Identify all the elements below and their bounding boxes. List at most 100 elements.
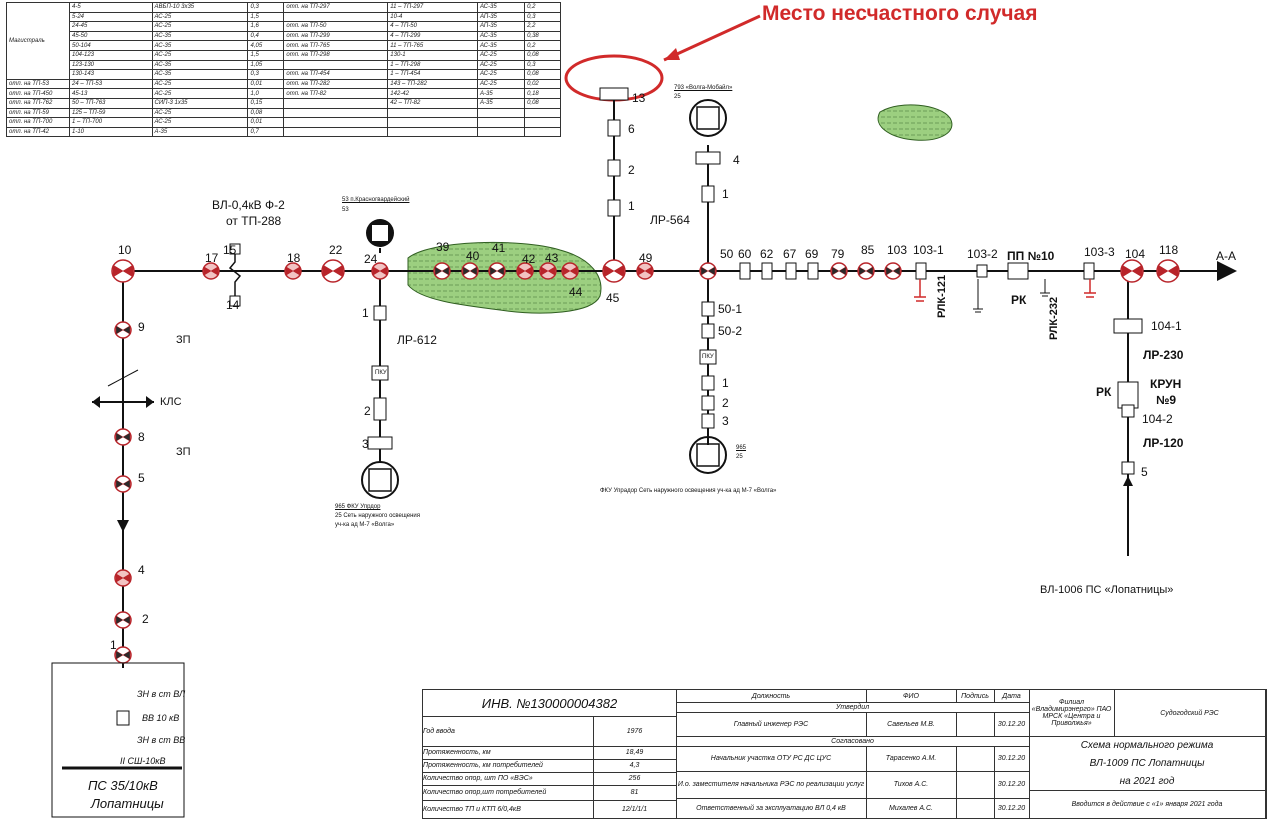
r3-date: 30.12.20 [994, 771, 1030, 799]
scheme-title-2: ВЛ-1009 ПС Лопатницы [1029, 754, 1266, 772]
pole-main-2 [284, 262, 302, 280]
volga-mobile-label: 793 «Волга-Мобайл» [674, 85, 733, 91]
switch-boxes [739, 262, 1095, 280]
volga-mobile-sub: 25 [674, 94, 681, 100]
node-label-main: 103-3 [1084, 245, 1115, 259]
pole-main-10 [561, 262, 579, 280]
len-cons-label: Протяженность, км потребителей [423, 759, 594, 773]
poles-label: Количество опор, шт ПО «ВЭС» [423, 772, 594, 786]
callout-arrow [663, 14, 761, 62]
trunk-label: Магистраль [6, 2, 70, 80]
zn-vl-label: ЗН в ст ВЛ [137, 689, 186, 699]
r2-fio: Тарасенко А.М. [866, 746, 957, 772]
poles-value: 256 [593, 772, 677, 786]
zp-label-2: ЗП [176, 446, 191, 458]
ssh-label: II СШ-10кВ [120, 756, 166, 766]
r3-fio: Тихов А.С. [866, 771, 957, 799]
node-label-main: 43 [545, 251, 559, 265]
node-label-left: 8 [138, 430, 145, 444]
upr965-label-1: 965 ФКУ Упрдор [335, 504, 381, 510]
r4-position: Ответственный за эксплуатацию ВЛ 0,4 кВ [676, 798, 867, 819]
fku-num2: 25 [736, 454, 743, 460]
node-label-left: 1 [110, 638, 117, 652]
spec-cell: отп. на ТП-42 [6, 126, 70, 138]
substation-box [51, 662, 185, 818]
last-label: Количество ТП и КТП 6/0,4кВ [423, 800, 594, 819]
node-label-left: 4 [138, 563, 145, 577]
len-cons-value: 4,3 [593, 759, 677, 773]
title-block: ИНВ. №130000004382 Год ввода 1976 Протяж… [422, 689, 1267, 819]
vl04-label-2: от ТП-288 [226, 214, 282, 228]
node-label-main: 14 [226, 298, 240, 312]
pku-label-1: ПКУ [375, 370, 387, 376]
node-label-main: 45 [606, 291, 620, 305]
node-label-main: 41 [492, 241, 506, 255]
node-label-50: 4 [733, 153, 740, 167]
r4-sign [956, 798, 995, 819]
node-label-main: 50 [720, 247, 734, 261]
fku-num: 965 [736, 445, 747, 451]
pp10-label: ПП №10 [1007, 249, 1055, 263]
rlk232-label: РЛК-232 [1048, 296, 1060, 340]
pole-main-14 [830, 262, 848, 280]
pole-left-2 [114, 475, 132, 493]
tp-upr-965 [361, 461, 399, 499]
node-label-main: 103-2 [967, 247, 998, 261]
node-label-main: 49 [639, 251, 653, 265]
upr965-label-3: уч-ка ад М-7 «Волга» [335, 522, 395, 528]
kls-label: КЛС [160, 396, 182, 408]
node-label-main: 44 [569, 285, 583, 299]
agreed: Согласовано [676, 736, 1030, 747]
node-label-left: 9 [138, 320, 145, 334]
pole-main-9 [539, 262, 557, 280]
zn-vv-label: ЗН в ст ВВ [137, 735, 186, 745]
pole-left-0 [114, 321, 132, 339]
node-label-main: 39 [436, 240, 450, 254]
r1-fio: Савельев М.В. [866, 712, 957, 737]
node-label-main: 40 [466, 249, 480, 263]
node-label-main: 22 [329, 243, 343, 257]
node-label-main: 85 [861, 243, 875, 257]
pku-label-2: ПКУ [702, 354, 714, 360]
node-label-main: 60 [738, 247, 752, 261]
pole-main-0 [111, 259, 135, 283]
node-label-612: 3 [362, 437, 369, 451]
node-label-main: 69 [805, 247, 819, 261]
node-label-main: 42 [522, 252, 536, 266]
enforce-note: Вводится в действие с «1» января 2021 го… [1029, 790, 1266, 819]
lr230-label: ЛР-230 [1143, 348, 1184, 362]
node-label-50: 50-1 [718, 302, 743, 316]
node-label-main: 17 [205, 251, 219, 265]
krun-number: №9 [1156, 393, 1177, 407]
pole-main-7 [488, 262, 506, 280]
pole-main-3 [321, 259, 345, 283]
r1-date: 30.12.20 [994, 712, 1030, 737]
pole-main-5 [433, 262, 451, 280]
node-label-main: 10 [118, 243, 132, 257]
node-label-main: 103-1 [913, 243, 944, 257]
lr564-label: ЛР-564 [650, 213, 690, 227]
h-sign: Подпись [956, 690, 995, 703]
h-position: Должность [676, 690, 867, 703]
branch-boxes [229, 87, 1143, 475]
vl04-label-1: ВЛ-0,4кВ Ф-2 [212, 198, 285, 212]
node-label-left: 2 [142, 612, 149, 626]
tp-krasnogvard [366, 219, 394, 247]
node-label-main: 79 [831, 247, 845, 261]
node-label-104: 104-1 [1151, 319, 1182, 333]
fku-label: ФКУ Упрадор Сеть наружного освещения уч-… [600, 488, 777, 494]
vl1006-label: ВЛ-1006 ПС «Лопатницы» [1040, 584, 1174, 596]
tp-upr-550 [689, 436, 727, 474]
r1-sign [956, 712, 995, 737]
node-label-50: 1 [722, 376, 729, 390]
pole-main-15 [857, 262, 875, 280]
node-label-main: 62 [760, 247, 774, 261]
pole-main-17 [1120, 259, 1144, 283]
inv-number: ИНВ. №130000004382 [423, 690, 677, 717]
krasnogvard-label: 53 п.Красногвардейский [342, 197, 410, 203]
poles-cons-value: 81 [593, 785, 677, 801]
